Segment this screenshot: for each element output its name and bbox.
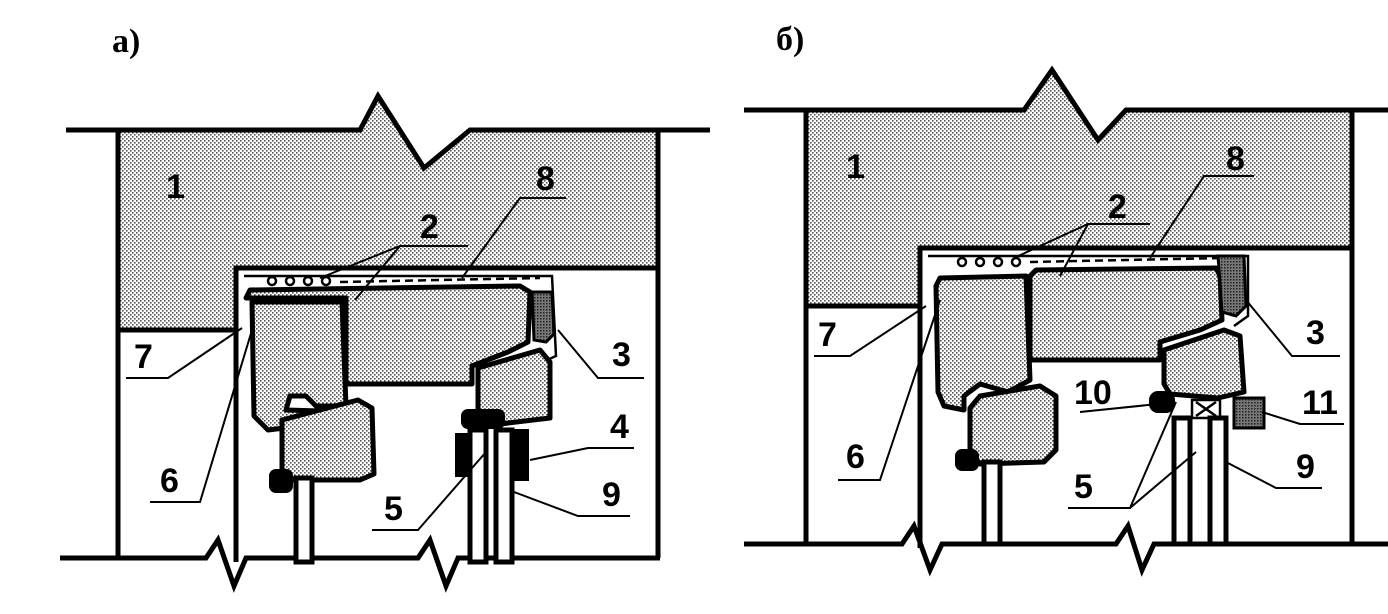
panel-a-glass-right-1: [467, 427, 489, 565]
panel-a-leader-3: [557, 329, 644, 379]
panel-b-glass-right-2: [1207, 415, 1229, 547]
panel-a-foam: [266, 275, 541, 287]
panel-b-callout-2: 2: [1108, 188, 1127, 226]
panel-b-leader-3: [1245, 299, 1340, 357]
panel-b-lintel-outline: [744, 65, 1388, 145]
panel-b-callout-10: 10: [1074, 374, 1112, 412]
panel-b-leader-11: [1261, 411, 1344, 425]
panel-b-opening: [806, 245, 1352, 309]
panel-a-leader-9: [513, 491, 630, 517]
panel-a-leader-2b: [354, 245, 401, 301]
panel-b-sash-profile: [933, 273, 1033, 413]
panel-b-leader-7: [814, 305, 927, 357]
panel-a-leader-5: [372, 451, 487, 531]
panel-b-callout-7: 7: [818, 316, 837, 354]
panel-b-floor: [744, 520, 1388, 577]
panel-b-leader-9: [1225, 461, 1322, 489]
panel-b-gasket-10: [1149, 391, 1175, 413]
panel-b-frame-profile: [1027, 265, 1225, 363]
panel-a-callout-9: 9: [602, 476, 621, 514]
panel-b-callout-11: 11: [1302, 384, 1338, 422]
panel-b-seal-3: [1216, 254, 1248, 318]
panel-b-glass-right-1: [1171, 415, 1193, 547]
panel-b-leader-8: [1149, 175, 1254, 259]
panel-a-callout-1: 1: [166, 168, 185, 206]
panel-a-lintel: [118, 96, 658, 330]
panel-a-gasket-top: [461, 409, 505, 429]
panel-a-floor: [60, 534, 660, 593]
panel-b-foam: [956, 256, 1223, 268]
panel-a-callout-2: 2: [420, 208, 439, 246]
panel-b-leader-2b: [1059, 223, 1089, 277]
panel-a-callout-8: 8: [536, 160, 555, 198]
panel-a-lintel-outline: [66, 91, 710, 172]
panel-a-gasket-left: [269, 469, 293, 493]
panel-a-glass-left: [293, 475, 315, 565]
panel-b-glazing-bead-left: [967, 383, 1059, 467]
panel-b-callout-3: 3: [1306, 314, 1325, 352]
panel-b-frame-box: [928, 254, 1250, 328]
panel-a-sash-profile: [249, 299, 359, 433]
panel-b: б): [744, 21, 1388, 577]
panel-b-seal-11: [1232, 396, 1266, 430]
panel-b-frame-lower-right: [1161, 327, 1247, 401]
panel-a-label: а): [112, 23, 140, 60]
panel-a-glass-right-2: [493, 427, 515, 565]
panel-b-label: б): [776, 21, 804, 58]
panel-b-glass-left: [981, 459, 1003, 547]
panel-b-spacer: [1190, 398, 1222, 420]
panel-b-callout-9: 9: [1296, 448, 1315, 486]
panel-b-callout-8: 8: [1226, 140, 1245, 178]
panel-a-callout-5: 5: [384, 490, 403, 528]
panel-b-leader-10: [1079, 403, 1159, 413]
panel-a-leader-4: [529, 447, 634, 461]
panel-b-callout-1: 1: [846, 148, 865, 186]
panel-a-callout-7: 7: [134, 338, 153, 376]
panel-a-opening: [118, 265, 658, 333]
panel-b-gasket-left: [955, 449, 979, 471]
panel-b-callout-6: 6: [846, 438, 865, 476]
panel-b-leader-6: [838, 299, 941, 481]
panel-b-leader-5b: [1129, 451, 1197, 509]
panel-a-leader-6: [150, 329, 253, 503]
panel-a-callout-6: 6: [160, 462, 179, 500]
panel-b-callout-5: 5: [1074, 468, 1093, 506]
panel-a-leader-7: [126, 327, 243, 379]
panel-a: а): [60, 23, 710, 593]
panel-a-leader-8: [461, 197, 566, 279]
panel-a-callout-3: 3: [612, 336, 631, 374]
panel-a-callout-4: 4: [610, 408, 629, 446]
panel-a-seal-3: [530, 290, 556, 344]
